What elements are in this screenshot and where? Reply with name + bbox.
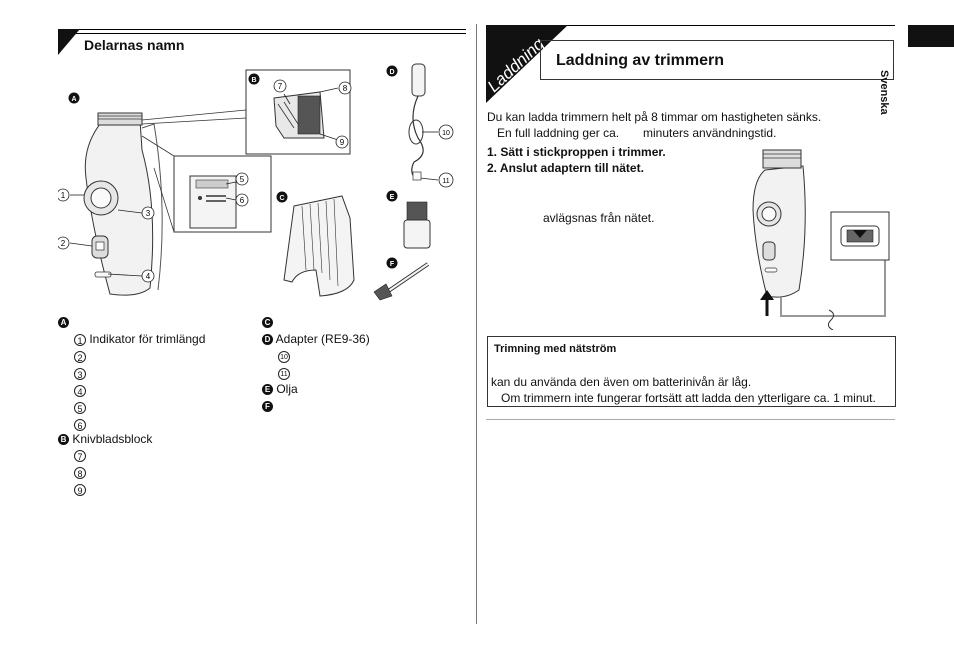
charging-illustration	[752, 149, 890, 330]
svg-text:6: 6	[240, 196, 245, 205]
item-number: 6	[74, 418, 86, 431]
badge-f: F	[262, 401, 273, 413]
intro-line-2b: minuters användningstid.	[643, 126, 777, 140]
badge-a: A	[58, 317, 69, 329]
parts-a-item: 5	[74, 399, 86, 415]
section-corner-triangle	[58, 29, 80, 55]
parts-b-item: 9	[74, 481, 86, 497]
badge-d: D	[262, 334, 273, 346]
svg-text:8: 8	[343, 84, 348, 93]
parts-a-item: 1 Indikator för trimlängd	[74, 331, 205, 347]
parts-b-item: 7	[74, 447, 86, 463]
parts-b-header: B Knivbladsblock	[58, 431, 152, 447]
intro-line-2a: En full laddning ger ca.	[497, 126, 620, 140]
parts-a-item: 6	[74, 416, 86, 432]
item-number: 8	[74, 466, 86, 479]
item-number: 9	[74, 483, 86, 496]
left-top-rule	[58, 29, 466, 30]
parts-a-item: 4	[74, 382, 86, 398]
svg-text:5: 5	[240, 175, 245, 184]
svg-text:10: 10	[442, 130, 450, 137]
remove-text: avlägsnas från nätet.	[543, 211, 655, 225]
svg-text:3: 3	[146, 209, 151, 218]
info-box-title: Trimning med nätström	[494, 343, 617, 355]
svg-text:2: 2	[61, 239, 66, 248]
svg-text:4: 4	[146, 272, 151, 281]
info-box-line-1: kan du använda den även om batterinivån …	[491, 375, 752, 389]
right-top-rule	[486, 25, 895, 26]
badge-b: B	[58, 434, 69, 446]
badge-c: C	[262, 317, 273, 329]
svg-text:7: 7	[278, 82, 283, 91]
svg-text:E: E	[390, 194, 395, 201]
info-box-line-2: Om trimmern inte fungerar fortsätt att l…	[501, 391, 876, 405]
parts-d-label: Adapter (RE9-36)	[275, 332, 370, 346]
item-label: Indikator för trimlängd	[89, 332, 206, 346]
parts-a-item: 2	[74, 348, 86, 364]
item-number: 11	[278, 367, 290, 380]
side-tab-bar	[908, 25, 954, 47]
parts-f-header: F	[262, 398, 273, 414]
section-title-parts: Delarnas namn	[84, 37, 185, 53]
left-top-rule-2	[58, 33, 466, 34]
side-tab-label: Svenska	[878, 70, 890, 115]
item-number: 5	[74, 401, 86, 414]
item-number: 2	[74, 350, 86, 363]
svg-text:A: A	[71, 96, 76, 103]
parts-d-header: D Adapter (RE9-36)	[262, 331, 370, 347]
right-mid-rule	[486, 419, 895, 420]
parts-c-header: C	[262, 314, 273, 330]
parts-d-item: 10	[278, 348, 290, 364]
step-2: 2. Anslut adaptern till nätet.	[487, 161, 644, 175]
svg-text:C: C	[279, 195, 284, 202]
title-box	[540, 40, 894, 80]
parts-b-label: Knivbladsblock	[72, 432, 153, 446]
step-1: 1. Sätt i stickproppen i trimmer.	[487, 145, 666, 159]
badge-e: E	[262, 384, 273, 396]
parts-a-header: A	[58, 314, 69, 330]
svg-text:1: 1	[61, 191, 66, 200]
item-number: 3	[74, 367, 86, 380]
svg-text:D: D	[389, 69, 394, 76]
intro-line-1: Du kan ladda trimmern helt på 8 timmar o…	[487, 110, 822, 124]
parts-a-item: 3	[74, 365, 86, 381]
parts-e-label: Olja	[276, 382, 298, 396]
parts-b-item: 8	[74, 464, 86, 480]
svg-text:B: B	[251, 77, 256, 84]
parts-illustration: A 1 3 2 4 5 6 B 7 8 9 C	[58, 63, 454, 301]
page-divider	[476, 24, 477, 624]
page-title: Laddning av trimmern	[556, 52, 725, 69]
svg-text:9: 9	[340, 138, 345, 147]
item-number: 4	[74, 384, 86, 397]
info-box	[487, 336, 896, 407]
svg-text:F: F	[390, 261, 395, 268]
item-number: 7	[74, 449, 86, 462]
item-number: 1	[74, 333, 86, 346]
item-number: 10	[278, 350, 290, 363]
parts-d-item: 11	[278, 365, 290, 381]
laddning-corner-tab: Laddning	[486, 25, 568, 103]
parts-e-header: E Olja	[262, 381, 298, 397]
svg-text:11: 11	[442, 178, 449, 185]
